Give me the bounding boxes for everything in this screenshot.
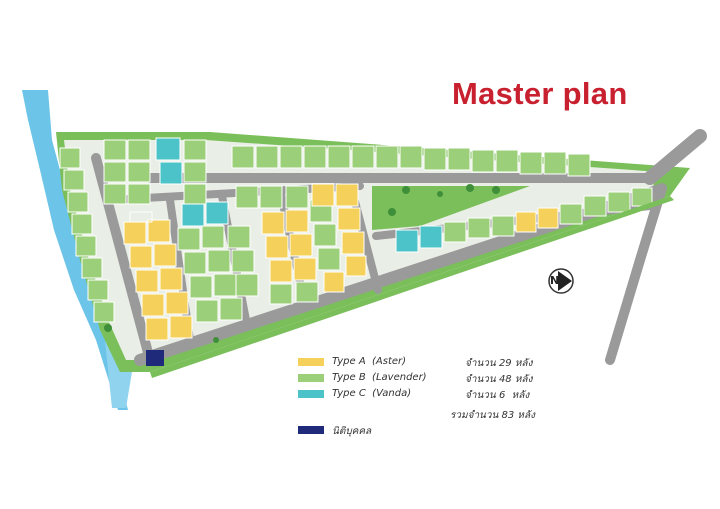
legend-label: Type B (Lavender)	[332, 372, 427, 383]
lower-green-strip	[150, 196, 674, 378]
juristic-building	[146, 350, 164, 366]
entrance-road-2	[605, 183, 667, 365]
compass: N	[546, 266, 576, 296]
legend: Type A (Aster) จำนวน 29 หลัง Type B (Lav…	[298, 356, 558, 437]
plots-type-b-block-3	[269, 185, 341, 305]
plots-right-strip	[443, 187, 653, 243]
legend-count: จำนวน 29 หลัง	[465, 358, 533, 369]
central-park	[372, 186, 530, 230]
legend-row-type-a: Type A (Aster) จำนวน 29 หลัง	[298, 356, 558, 369]
legend-label: Type A (Aster)	[332, 356, 407, 367]
swatch-type-a	[298, 358, 324, 366]
legend-row-juristic: นิติบุคคล	[298, 424, 558, 437]
plots-type-a-block-2	[261, 209, 317, 283]
legend-label: Type C (Vanda)	[332, 388, 412, 399]
compass-icon	[548, 268, 574, 294]
plots-type-b-block-2	[177, 185, 283, 323]
legend-label: นิติบุคคล	[332, 426, 372, 437]
legend-row-type-c: Type C (Vanda) จำนวน 6 หลัง	[298, 388, 558, 401]
legend-count: จำนวน 6 หลัง	[465, 390, 530, 401]
plots-type-a-block-1	[123, 211, 193, 341]
page-title: Master plan	[452, 76, 628, 111]
compass-letter: N	[550, 274, 560, 287]
plots-left-column	[59, 139, 207, 323]
swatch-type-b	[298, 374, 324, 382]
street-4	[348, 186, 382, 294]
swatch-juristic	[298, 426, 324, 434]
plots-type-c	[155, 137, 443, 253]
swatch-type-c	[298, 390, 324, 398]
legend-total: รวมจำนวน 83 หลัง	[450, 410, 536, 421]
entrance-road	[643, 129, 707, 185]
legend-row-type-b: Type B (Lavender) จำนวน 48 หลัง	[298, 372, 558, 385]
plots-top-row	[231, 145, 591, 177]
legend-count: จำนวน 48 หลัง	[465, 374, 533, 385]
plots-type-a-block-3	[311, 183, 367, 293]
